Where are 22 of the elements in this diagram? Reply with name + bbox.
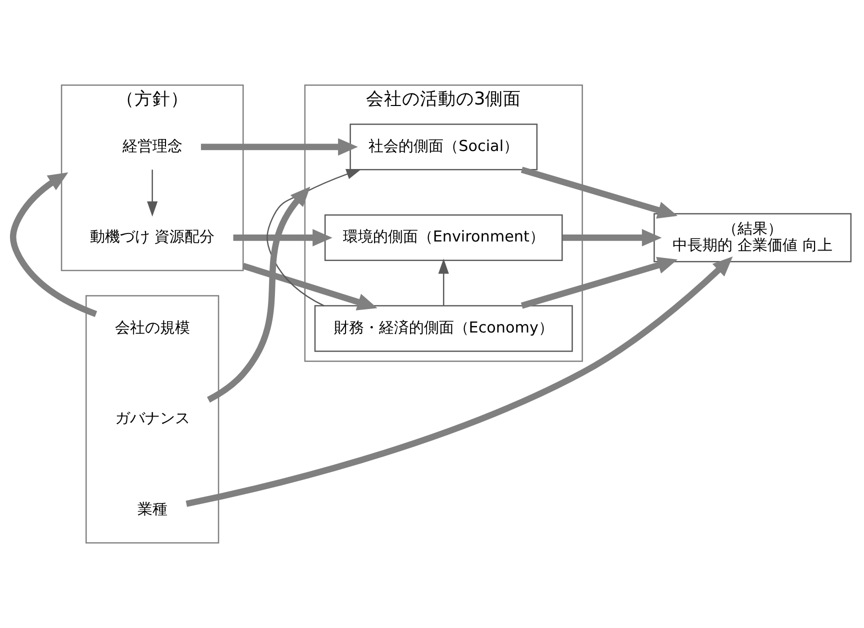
node-box: 財務・経済的側面（Economy）	[314, 305, 573, 352]
node-text: 会社の規模	[114, 318, 190, 336]
node-text: 業種	[137, 500, 168, 518]
arrow	[438, 258, 449, 306]
arrow	[266, 169, 362, 306]
cluster	[86, 295, 220, 544]
arrow	[147, 170, 158, 217]
arrow	[200, 138, 358, 156]
node-text: 経営理念	[122, 136, 182, 155]
node-text: 動機づけ 資源配分	[90, 228, 215, 246]
arrow	[520, 256, 678, 309]
node-box: 社会的側面（Social）	[350, 124, 538, 170]
arrow	[233, 229, 332, 246]
node-box: 環境的側面（Environment）	[324, 214, 563, 262]
arrow	[206, 186, 310, 403]
arrow	[186, 256, 733, 507]
arrow	[562, 229, 662, 246]
arrow	[520, 166, 678, 219]
node-box: （結果） 中長期的 企業価値 向上	[654, 213, 852, 262]
arrow	[10, 172, 98, 318]
node-text: ガバナンス	[114, 409, 190, 428]
arrow	[242, 262, 378, 310]
